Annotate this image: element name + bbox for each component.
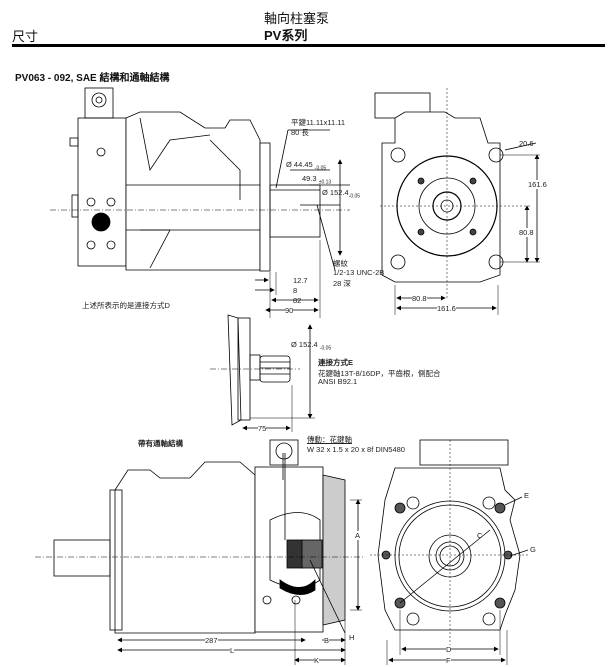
- label-g: G: [530, 545, 536, 554]
- spline-shaft-view: [210, 314, 315, 432]
- dim-d: D: [446, 645, 452, 654]
- key-height-tol: ±0.13: [318, 179, 332, 186]
- thread-label: 螺紋: [333, 259, 348, 268]
- pilot-diameter-value: Ø 152.4: [322, 188, 349, 197]
- thread-depth: 28 深: [333, 279, 351, 288]
- dim-75: 75: [258, 424, 267, 433]
- height-total: 161.6: [528, 180, 547, 189]
- header-rule: [12, 44, 605, 47]
- spline-pilot-diameter: Ø 152.4 -0.05: [291, 340, 331, 352]
- label-h: H: [349, 633, 355, 642]
- dim-8: 8: [293, 286, 298, 295]
- dim-a: A: [355, 531, 361, 540]
- dim-12-7: 12.7: [293, 276, 308, 285]
- drive-spec: W 32 x 1.5 x 20 x 8f DIN5480: [307, 445, 405, 454]
- pump-side-view-top: [50, 87, 350, 318]
- through-drive-front-view: [370, 439, 530, 665]
- dim-k: K: [314, 656, 320, 665]
- dim-287: 287: [205, 636, 218, 645]
- hole-diameter: 20.6: [519, 139, 534, 148]
- spline-spec: 花鍵軸13T-8/16DP，平齒根，側配合: [318, 369, 441, 378]
- pump-front-view-top: [374, 88, 540, 315]
- through-drive-side-view: [35, 439, 365, 665]
- product-title: PV系列: [264, 28, 308, 43]
- key-height: 49.3 ±0.13: [302, 174, 331, 186]
- section-heading: 尺寸: [12, 29, 39, 44]
- through-drive-title: 帶有通軸結構: [138, 439, 183, 448]
- key-height-value: 49.3: [302, 174, 317, 183]
- width-total: 161.6: [437, 304, 456, 313]
- dim-b: B: [324, 636, 330, 645]
- label-c: C: [477, 531, 483, 540]
- drive-label: 傳動：花鍵軸: [307, 435, 352, 444]
- product-subtitle: 軸向柱塞泵: [264, 11, 330, 26]
- connection-e-title: 連接方式E: [318, 358, 354, 367]
- label-e: E: [524, 491, 530, 500]
- dim-82: 82: [293, 296, 302, 305]
- spline-pilot-value: Ø 152.4: [291, 340, 318, 349]
- spline-standard: ANSI B92.1: [318, 377, 358, 386]
- shaft-diameter: Ø 44.45 -0.05: [286, 160, 326, 172]
- width-half: 80.8: [412, 294, 427, 303]
- dim-l: L: [230, 646, 235, 655]
- spline-pilot-tol: -0.05: [319, 345, 332, 352]
- thread-spec: 1/2-13 UNC-2B: [333, 268, 385, 277]
- height-half: 80.8: [519, 228, 534, 237]
- key-note-line2: 80 長: [291, 128, 309, 137]
- key-note-line1: 平鍵11.11x11.11: [291, 118, 346, 127]
- shaft-diameter-value: Ø 44.45: [286, 160, 313, 169]
- dim-90: 90: [285, 306, 294, 315]
- pilot-diameter: Ø 152.4-0.05: [322, 188, 360, 200]
- shaft-diameter-tol: -0.05: [314, 165, 327, 172]
- connection-d-caption: 上述所表示的是連接方式D: [82, 301, 170, 310]
- pilot-diameter-tol: -0.05: [348, 193, 361, 200]
- page-title: PV063 - 092, SAE 結構和通軸結構: [15, 73, 170, 84]
- dim-f: F: [446, 656, 451, 665]
